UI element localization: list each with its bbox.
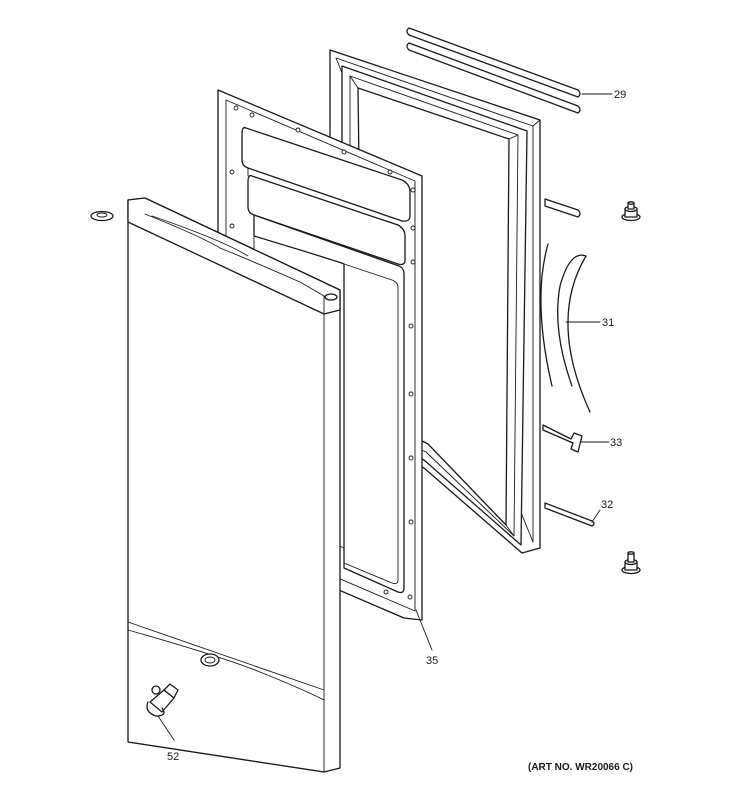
rod-part-32 [544,502,601,527]
hinge-bracket-part-33 [542,424,610,453]
callout-35: 35 [426,655,438,667]
hinge-pin-bottom [621,551,641,575]
side-strip [544,198,581,218]
callout-32: 32 [601,499,613,511]
callout-31: 31 [602,317,614,329]
lock-key-part-52 [146,683,179,741]
art-number: (ART NO. WR20066 C) [528,762,633,773]
wire-loop-part-31 [540,243,601,413]
hinge-pin-top [621,201,641,222]
gasket-strips-part-29 [406,27,613,114]
callout-29: 29 [614,89,626,101]
callout-52: 52 [167,751,179,763]
callout-33: 33 [610,437,622,449]
washer [90,210,114,222]
outer-door-panel [127,197,341,773]
